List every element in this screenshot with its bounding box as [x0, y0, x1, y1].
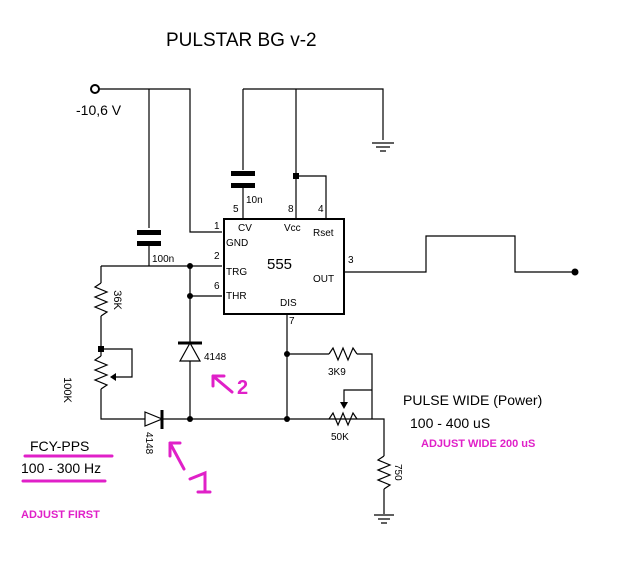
pin-2-number: 2	[214, 251, 220, 262]
schematic-title: PULSTAR BG v-2	[166, 30, 317, 51]
potentiometer-100k-label: 100K	[61, 377, 73, 403]
ground-bottom-icon	[374, 514, 394, 524]
capacitor-100n-label: 100n	[152, 254, 174, 265]
output-terminal[interactable]	[571, 268, 579, 276]
pin-trg-label: TRG	[226, 267, 247, 278]
potentiometer-50k-label: 50K	[331, 432, 349, 443]
marker-1-arrow-icon	[168, 441, 186, 471]
pin-8-number: 8	[288, 204, 294, 215]
frequency-title: FCY-PPS	[30, 438, 89, 454]
marker-1-label: 1	[0, 0, 1, 1]
pin-dis-label: DIS	[280, 298, 297, 309]
wire-3k9-right	[357, 353, 373, 419]
potentiometer-100k-wiper-icon	[110, 373, 116, 381]
capacitor-100n-plate-top	[137, 230, 161, 235]
ic-555-name: 555	[267, 256, 292, 273]
wire-supply-gnd	[99, 88, 222, 233]
wire-rset-pin	[296, 175, 327, 219]
pin-1-number: 1	[214, 221, 220, 232]
marker-2-label: 2	[237, 377, 248, 399]
pin-6-number: 6	[214, 281, 220, 292]
frequency-range: 100 - 300 Hz	[21, 460, 101, 476]
pulse-wide-range: 100 - 400 uS	[410, 415, 490, 431]
capacitor-10n-plate-top	[231, 171, 255, 176]
diode-2-label: 4148	[204, 352, 227, 363]
resistor-36k	[93, 282, 109, 317]
diode-1-label: 4148	[143, 432, 154, 455]
capacitor-100n-plate-bottom	[137, 241, 161, 246]
junction-trg	[187, 263, 193, 269]
pulse-adjust-note: ADJUST WIDE 200 uS	[421, 438, 535, 450]
diode-2-icon	[178, 341, 202, 362]
pin-gnd-label: GND	[226, 238, 248, 249]
pin-cv-label: CV	[238, 223, 252, 234]
supply-terminal	[90, 84, 100, 94]
potentiometer-50k-wiper-icon	[340, 402, 348, 409]
resistor-750	[376, 455, 392, 490]
marker-1-glyph	[188, 470, 212, 494]
ic-555-body	[223, 218, 345, 315]
resistor-36k-label: 36K	[111, 290, 123, 310]
pin-thr-label: THR	[226, 291, 247, 302]
wire-pot-diode	[100, 389, 145, 420]
ground-top-icon	[372, 142, 394, 152]
capacitor-10n-plate-bottom	[231, 183, 255, 188]
wire-top-rail	[243, 88, 384, 140]
wire-pot50k-wiper	[343, 389, 372, 403]
junction-dis-bottom	[284, 416, 290, 422]
wire-output-pulse	[344, 235, 574, 273]
resistor-3k9-label: 3K9	[328, 367, 346, 378]
resistor-750-label: 750	[392, 464, 403, 481]
pin-5-number: 5	[233, 204, 239, 215]
pin-4-number: 4	[318, 204, 324, 215]
pin-vcc-label: Vcc	[284, 223, 301, 234]
wire-pot-wiper	[101, 348, 133, 378]
pin-out-label: OUT	[313, 274, 334, 285]
pin-rset-label: Rset	[313, 228, 334, 239]
resistor-3k9	[328, 346, 358, 362]
frequency-adjust-note: ADJUST FIRST	[21, 509, 100, 521]
pin-3-number: 3	[348, 255, 354, 266]
capacitor-10n-label: 10n	[246, 195, 263, 206]
potentiometer-100k[interactable]	[93, 355, 109, 390]
potentiometer-50k[interactable]	[328, 411, 358, 427]
supply-label: -10,6 V	[76, 102, 122, 118]
diode-1-icon	[144, 411, 164, 427]
marker-2-arrow-icon	[211, 374, 234, 394]
junction-vcc	[293, 173, 299, 179]
pin-7-number: 7	[289, 316, 295, 327]
pulse-wide-title: PULSE WIDE (Power)	[403, 392, 542, 408]
wire-750-top	[372, 418, 385, 456]
